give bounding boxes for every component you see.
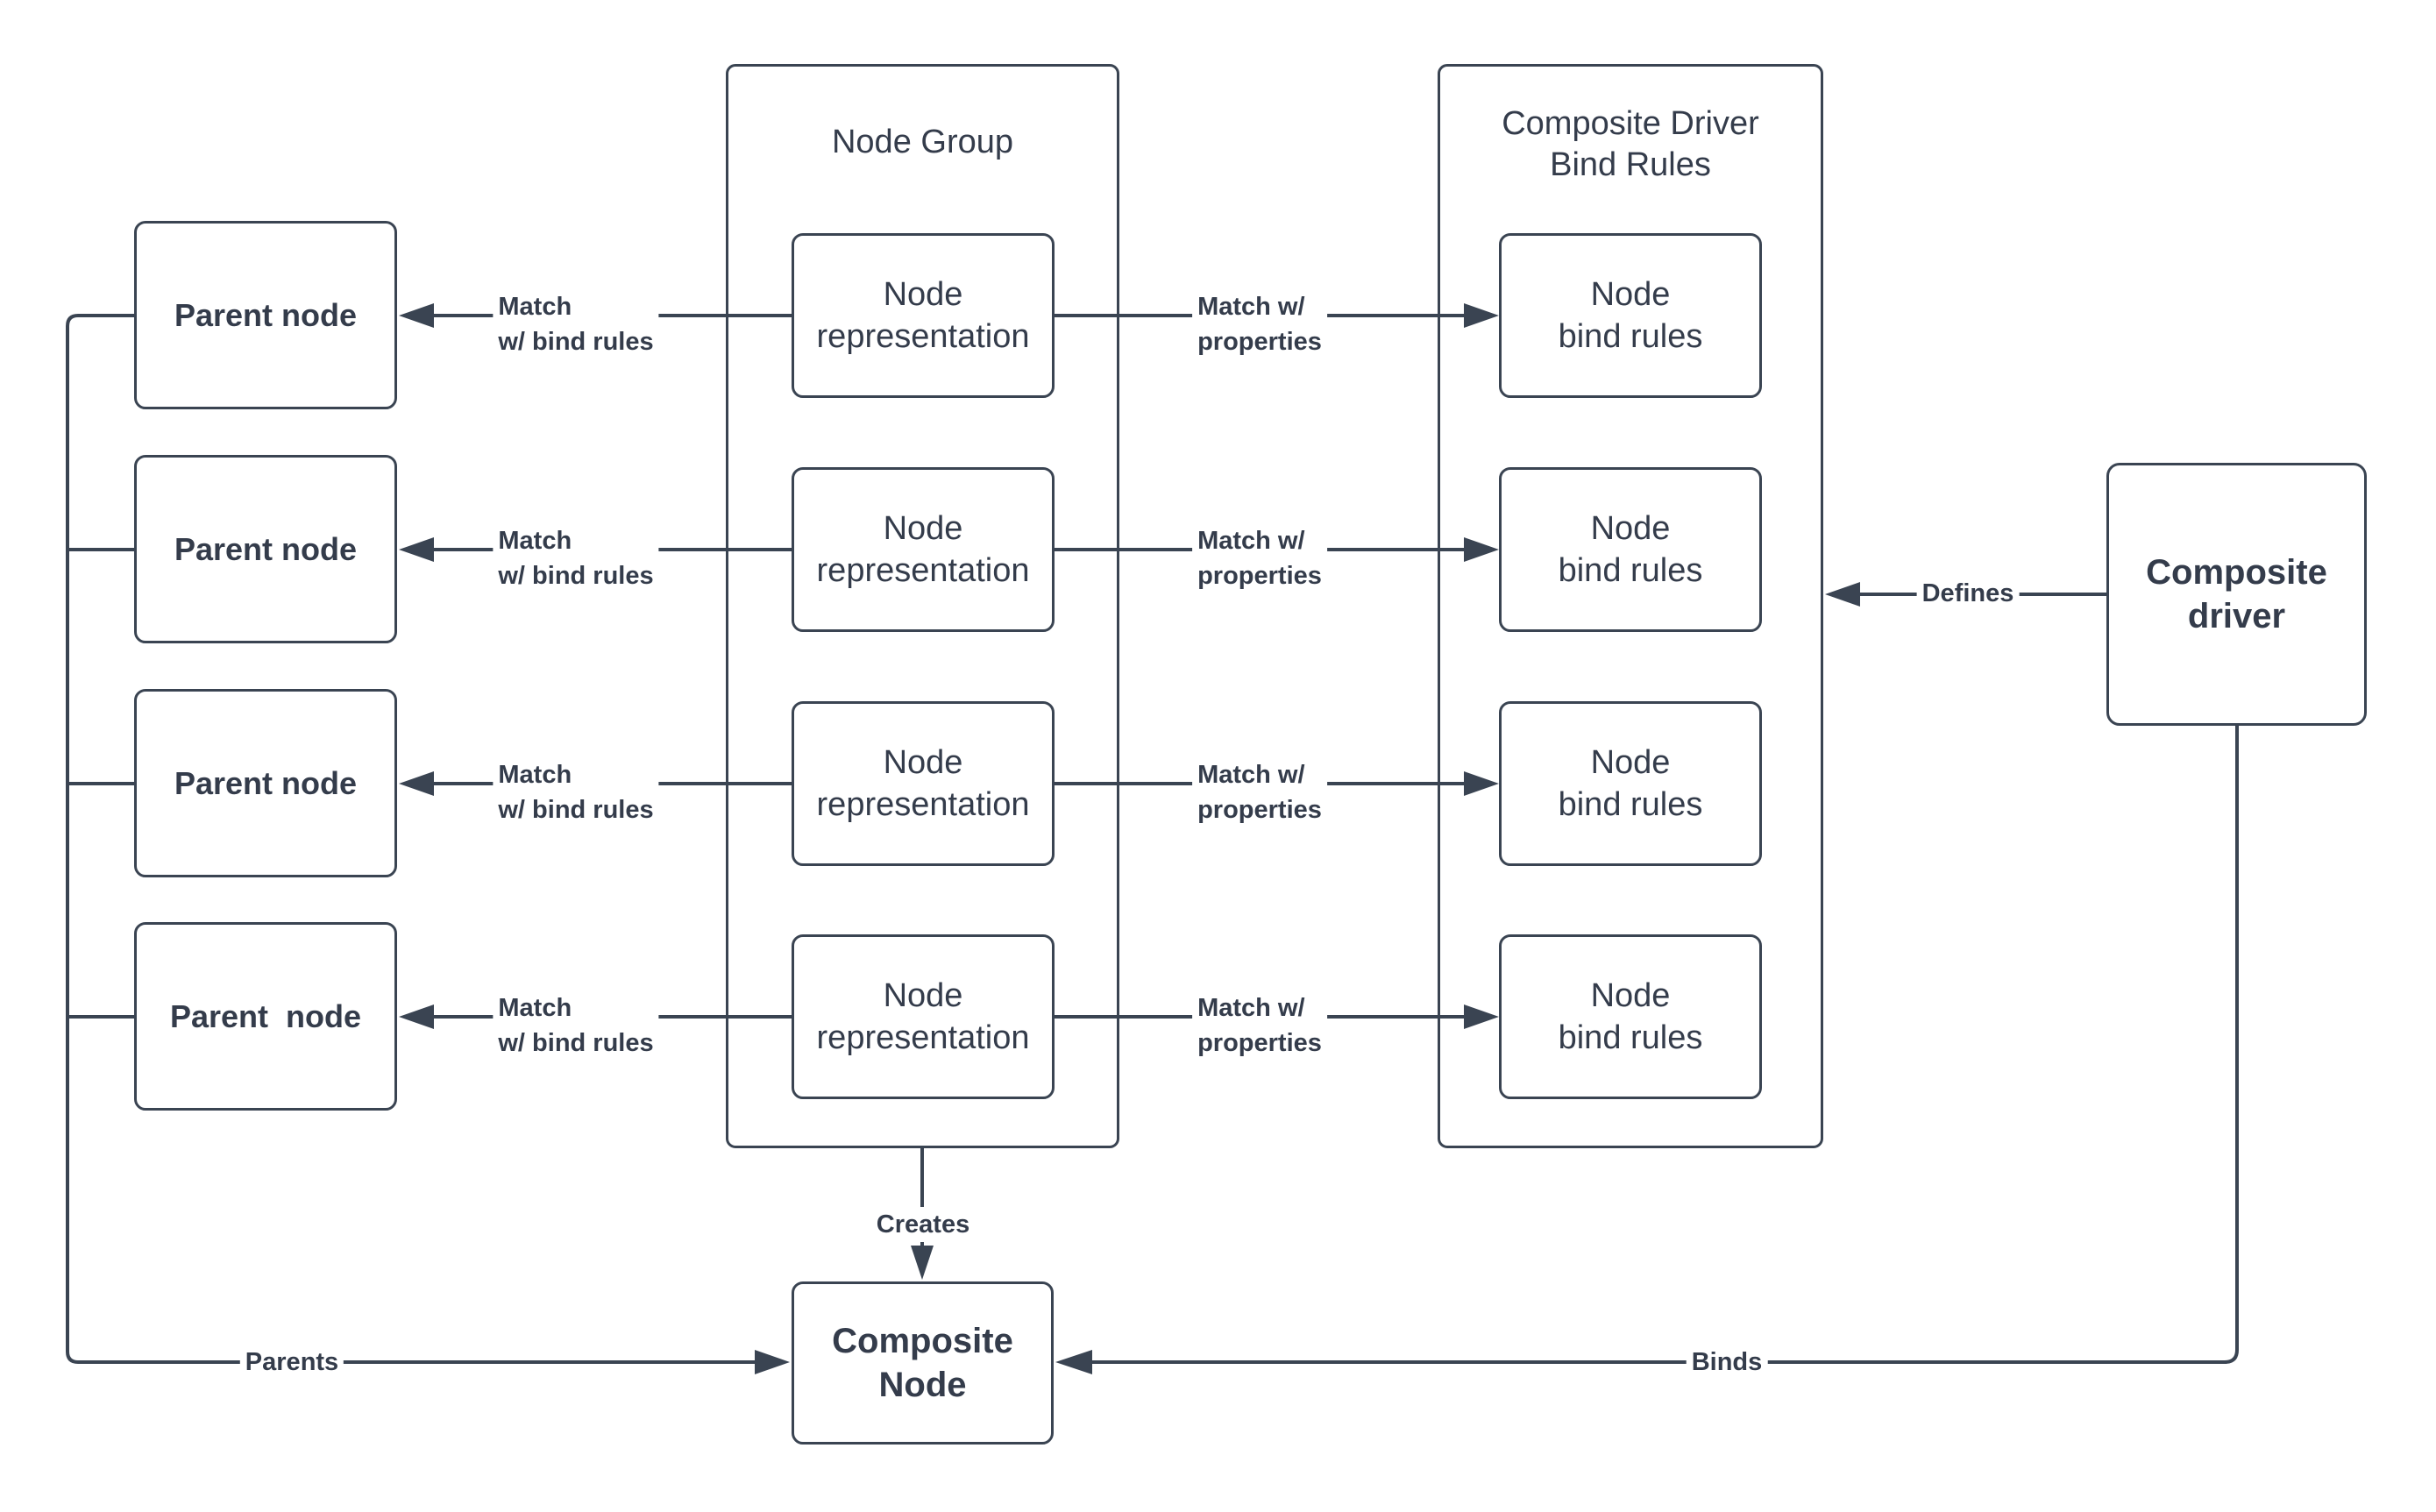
arrowhead-right-3 — [1464, 771, 1499, 796]
edge-binds — [1092, 726, 2239, 1364]
arrowhead-left-2 — [399, 537, 434, 562]
node-bind-rules-4-label: Node bind rules — [1558, 977, 1703, 1056]
composite-node-label: Composite Node — [832, 1322, 1013, 1404]
node-bind-rules-1-label: Node bind rules — [1558, 276, 1703, 355]
arrowhead-left-4 — [399, 1004, 434, 1029]
node-representation-3-label: Node representation — [816, 744, 1030, 823]
parent-node-3-label: Parent node — [174, 764, 358, 801]
parent-node-1: Parent node — [134, 221, 397, 409]
arrowhead-binds — [1055, 1350, 1092, 1374]
edge-label-match-bind-3: Match w/ bind rules — [493, 757, 659, 827]
bind-rules-title: Composite Driver Bind Rules — [1502, 105, 1759, 183]
node-representation-2-label: Node representation — [816, 510, 1030, 589]
edge-parents-rail — [66, 314, 755, 1364]
node-bind-rules-3: Node bind rules — [1499, 701, 1762, 866]
node-representation-4: Node representation — [792, 934, 1055, 1099]
edge-label-match-bind-1: Match w/ bind rules — [493, 289, 659, 359]
parent-node-2-label: Parent node — [174, 530, 358, 567]
edge-label-match-bind-4: Match w/ bind rules — [493, 990, 659, 1061]
composite-driver-label: Composite driver — [2146, 553, 2327, 635]
arrowhead-right-4 — [1464, 1004, 1499, 1029]
node-representation-2: Node representation — [792, 467, 1055, 632]
edge-label-match-props-3: Match w/ properties — [1192, 757, 1327, 827]
node-group-container: Node Group — [726, 64, 1119, 1148]
edge-label-creates: Creates — [870, 1207, 976, 1242]
edge-label-defines: Defines — [1916, 576, 2020, 611]
parent-node-4: Parent node — [134, 922, 397, 1111]
node-bind-rules-1: Node bind rules — [1499, 233, 1762, 398]
parent-node-1-label: Parent node — [174, 296, 358, 333]
node-representation-1: Node representation — [792, 233, 1055, 398]
node-bind-rules-4: Node bind rules — [1499, 934, 1762, 1099]
edge-label-binds: Binds — [1686, 1345, 1768, 1380]
bind-rules-container: Composite Driver Bind Rules — [1438, 64, 1823, 1148]
composite-node: Composite Node — [792, 1281, 1054, 1445]
node-bind-rules-2: Node bind rules — [1499, 467, 1762, 632]
parent-node-2: Parent node — [134, 455, 397, 643]
edge-label-match-props-2: Match w/ properties — [1192, 523, 1327, 593]
node-representation-1-label: Node representation — [816, 276, 1030, 355]
node-group-title: Node Group — [831, 124, 1013, 160]
edge-label-parents: Parents — [239, 1345, 344, 1380]
node-bind-rules-3-label: Node bind rules — [1558, 744, 1703, 823]
node-representation-3: Node representation — [792, 701, 1055, 866]
parent-node-3: Parent node — [134, 689, 397, 877]
composite-driver: Composite driver — [2106, 463, 2367, 726]
node-bind-rules-2-label: Node bind rules — [1558, 510, 1703, 589]
arrowhead-creates — [911, 1246, 934, 1280]
arrowhead-right-1 — [1464, 303, 1499, 328]
edge-label-match-bind-2: Match w/ bind rules — [493, 523, 659, 593]
edge-label-match-props-4: Match w/ properties — [1192, 990, 1327, 1061]
node-representation-4-label: Node representation — [816, 977, 1030, 1056]
arrowhead-right-2 — [1464, 537, 1499, 562]
arrowhead-left-1 — [399, 303, 434, 328]
parent-node-4-label: Parent node — [169, 997, 362, 1034]
arrowhead-parents — [755, 1350, 790, 1374]
arrowhead-defines — [1825, 582, 1860, 607]
edge-label-match-props-1: Match w/ properties — [1192, 289, 1327, 359]
arrowhead-left-3 — [399, 771, 434, 796]
